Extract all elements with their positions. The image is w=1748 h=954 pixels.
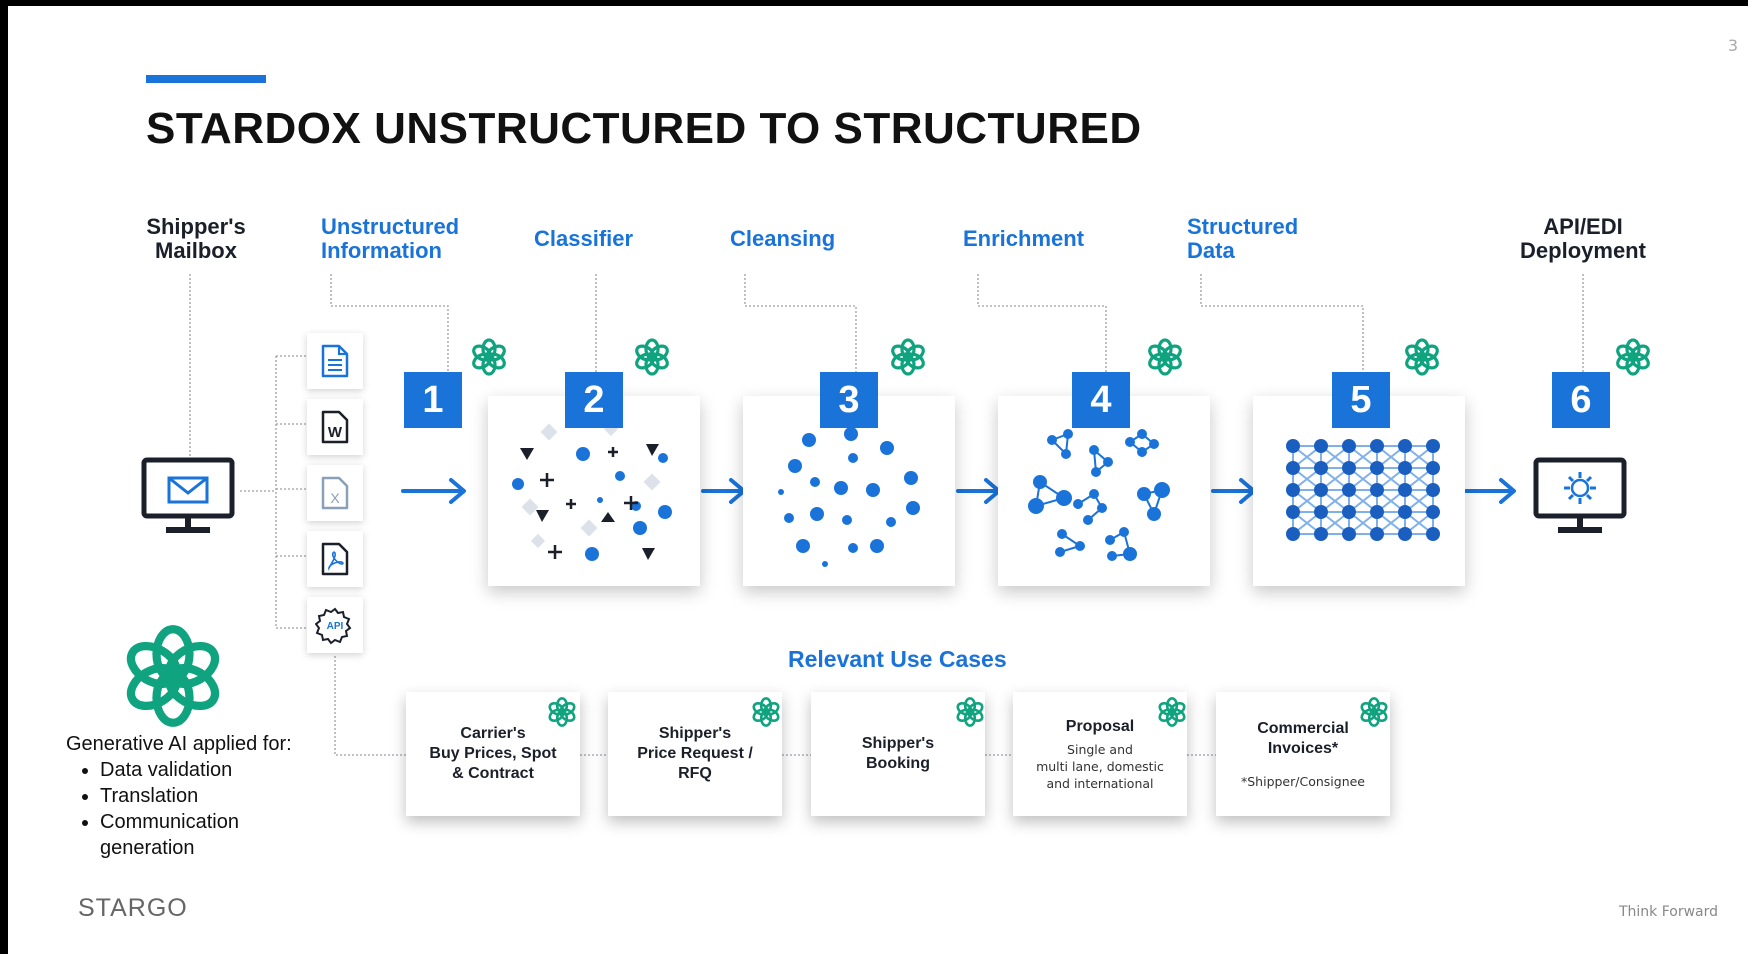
stage-label-structured: Structured Data [1187, 214, 1299, 263]
network-node [1426, 483, 1440, 497]
use-case-card: Commercial Invoices* *Shipper/Consignee [1216, 692, 1390, 816]
step-badge-6: 6 [1552, 372, 1610, 428]
enrichment-box [998, 396, 1210, 586]
excel-icon: X [307, 465, 363, 521]
stage-label-cleansing: Cleansing [730, 226, 836, 251]
network-node [1342, 527, 1356, 541]
use-case-title: Carrier's Buy Prices, Spot & Contract [429, 725, 557, 782]
stage-label-unstructured: Unstructured Information [321, 214, 460, 263]
network-node [1370, 505, 1384, 519]
network-node [1370, 527, 1384, 541]
network-node [1370, 483, 1384, 497]
use-case-title: Shipper's Price Request / RFQ [637, 725, 753, 782]
network-node [1426, 461, 1440, 475]
genai-item: Data validation [100, 757, 292, 783]
openai-logo-icon [891, 338, 925, 376]
network-node [1314, 483, 1328, 497]
openai-logo-large-icon [126, 625, 220, 727]
word-icon: W [307, 399, 363, 455]
stargo-logo: STARGO [78, 894, 188, 922]
network-node [1286, 483, 1300, 497]
use-case-card: Proposal Single and multi lane, domestic… [1013, 692, 1187, 816]
openai-logo-icon [1360, 697, 1388, 727]
network-node [1398, 461, 1412, 475]
openai-logo-icon [1405, 338, 1439, 376]
network-node [1342, 461, 1356, 475]
step-badge-2: 2 [565, 372, 623, 428]
use-case-subtitle: *Shipper/Consignee [1240, 773, 1365, 789]
use-case-card: Shipper's Booking [811, 692, 985, 816]
stage-label-classifier: Classifier [534, 226, 634, 251]
network-node [1286, 527, 1300, 541]
genai-item: Communication generation [100, 809, 292, 861]
api-gear-icon: API [307, 597, 363, 653]
openai-logo-icon [548, 697, 576, 727]
genai-list: Generative AI applied for: Data validati… [66, 731, 292, 861]
network-node [1314, 461, 1328, 475]
use-cases-title: Relevant Use Cases [788, 646, 1007, 672]
stage-label-enrichment: Enrichment [963, 226, 1085, 251]
stage-label-mailbox: Shipper's Mailbox [146, 214, 246, 263]
svg-text:W: W [328, 424, 343, 441]
openai-logo-icon [1148, 338, 1182, 376]
tagline: Think Forward [1618, 904, 1718, 920]
network-node [1398, 527, 1412, 541]
page-title: STARDOX UNSTRUCTURED TO STRUCTURED [146, 104, 1142, 153]
network-node [1398, 483, 1412, 497]
openai-logo-icon [1616, 338, 1650, 376]
stage-label-deployment: API/EDI Deployment [1520, 214, 1646, 263]
network-node [1286, 461, 1300, 475]
network-node [1314, 527, 1328, 541]
network-node [1398, 439, 1412, 453]
svg-text:X: X [330, 490, 340, 506]
network-node [1426, 439, 1440, 453]
network-node [1370, 461, 1384, 475]
use-case-title: Commercial Invoices* [1257, 719, 1349, 757]
svg-text:API: API [327, 621, 344, 632]
network-node [1426, 527, 1440, 541]
network-node [1342, 505, 1356, 519]
step-badge-4: 4 [1072, 372, 1130, 428]
network-node [1314, 439, 1328, 453]
slide: STARDOX UNSTRUCTURED TO STRUCTURED 3 [8, 6, 1748, 954]
network-node [1342, 439, 1356, 453]
mailbox-monitor-icon [141, 457, 235, 533]
openai-logo-icon [472, 338, 506, 376]
network-node [1286, 439, 1300, 453]
openai-logo-icon [752, 697, 780, 727]
title-accent-bar [146, 75, 266, 83]
step-badge-1: 1 [404, 372, 462, 428]
step-badge-5: 5 [1332, 372, 1390, 428]
network-node [1398, 505, 1412, 519]
network-node [1286, 505, 1300, 519]
openai-logo-icon [1158, 697, 1186, 727]
page-number: 3 [1727, 36, 1738, 55]
network-node [1426, 505, 1440, 519]
use-case-subtitle: Single and multi lane, domestic and inte… [1036, 741, 1164, 791]
genai-item: Translation [100, 783, 292, 809]
structured-data-box [1253, 396, 1465, 586]
network-node [1342, 483, 1356, 497]
use-case-title: Proposal [1065, 717, 1135, 735]
use-case-card: Shipper's Price Request / RFQ [608, 692, 782, 816]
network-node [1370, 439, 1384, 453]
step-badge-3: 3 [820, 372, 878, 428]
use-case-title: Shipper's Booking [861, 735, 935, 772]
openai-logo-icon [956, 697, 984, 727]
network-node [1314, 505, 1328, 519]
pdf-icon [307, 531, 363, 587]
deployment-monitor-icon [1533, 457, 1627, 533]
genai-heading: Generative AI applied for: [66, 733, 292, 755]
openai-logo-icon [635, 338, 669, 376]
document-icon [307, 333, 363, 389]
